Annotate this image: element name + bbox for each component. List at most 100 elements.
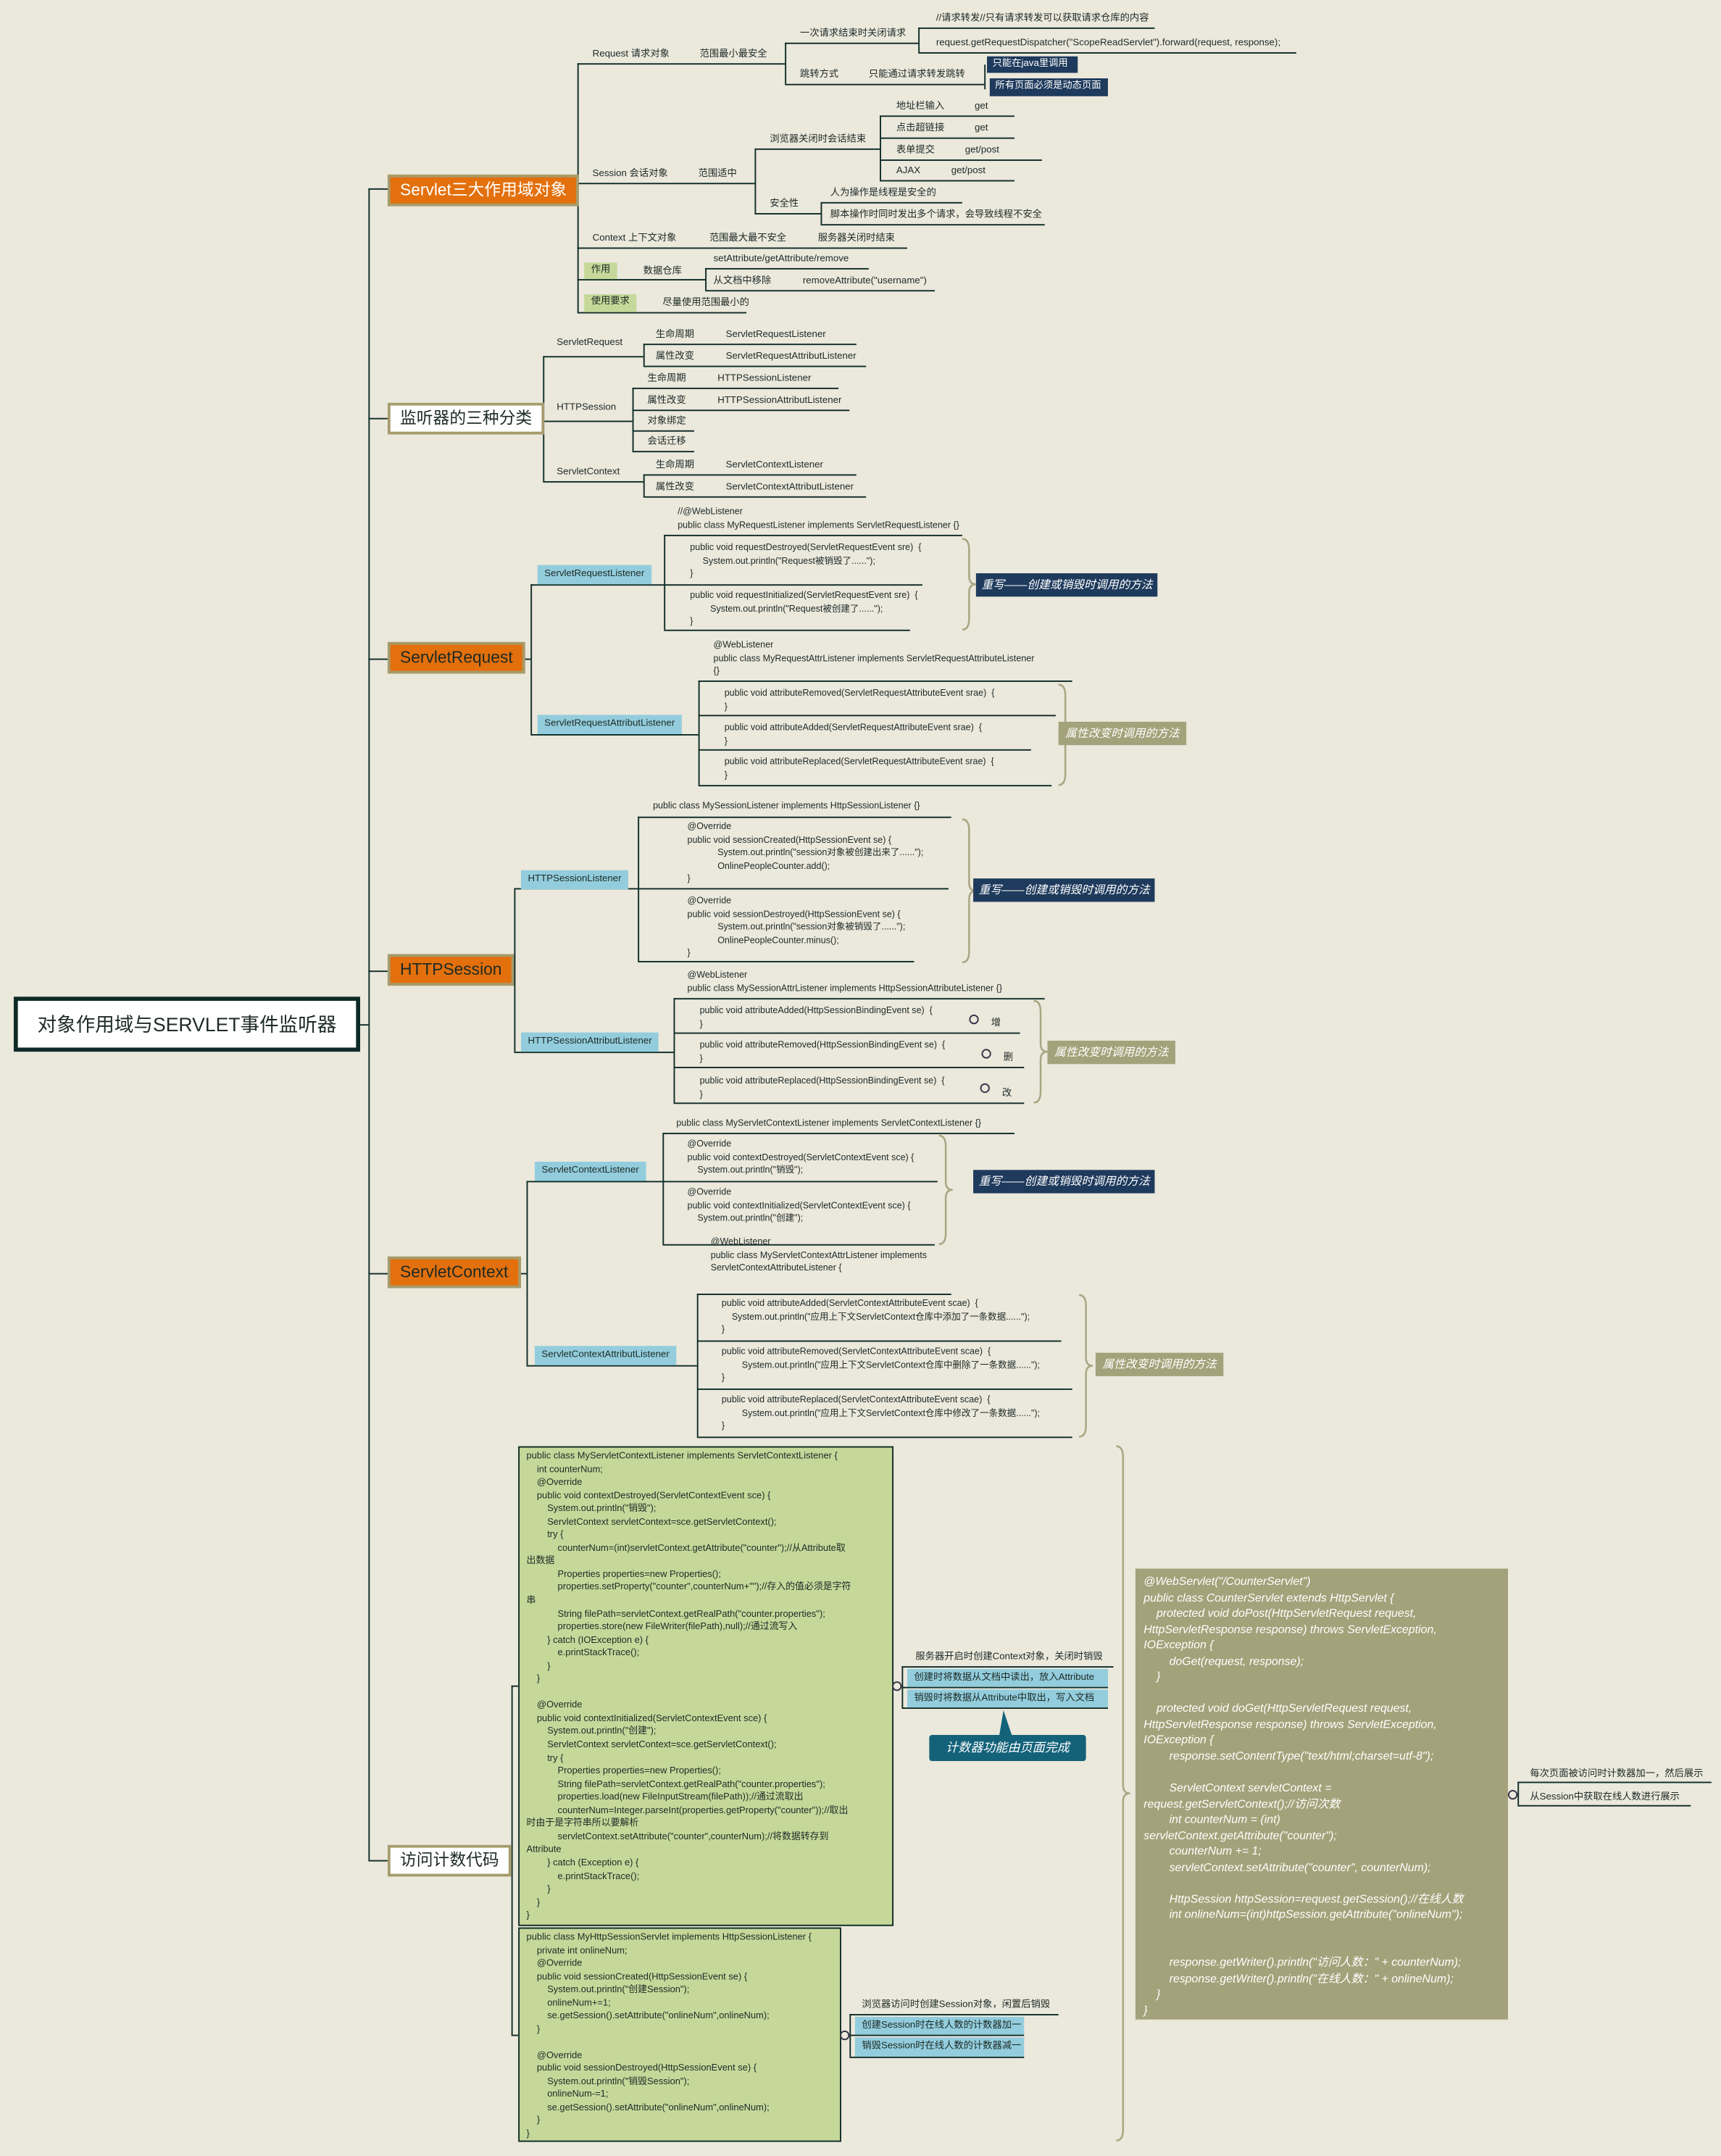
code-block[interactable]: @Override public void sessionCreated(Htt… [687,822,924,884]
counter-callout[interactable]: 计数器功能由页面完成 [929,1735,1086,1762]
session-note-item[interactable]: 销毁Session时在线人数的计数器减一 [854,2037,1025,2057]
note-attr-change[interactable]: 属性改变时调用的方法 [1047,1041,1175,1065]
node-method-name[interactable]: AJAX [896,166,921,176]
collapse-icon[interactable] [981,1049,991,1059]
note-attr-change[interactable]: 属性改变时调用的方法 [1058,721,1187,746]
note-override[interactable]: 重写——创建或销毁时调用的方法 [975,573,1159,597]
code-block[interactable]: @Override public void sessionDestroyed(H… [687,896,906,959]
node-method-name[interactable]: 地址栏输入 [896,101,945,112]
context-note-item[interactable]: 销毁时将数据从Attribute中取出，写入文档 [907,1689,1108,1708]
node-request-range[interactable]: 范围最小最安全 [699,49,767,59]
node-lifecycle[interactable]: 生命周期 [655,330,694,340]
code-block[interactable]: public void attributeReplaced(ServletReq… [724,757,994,781]
node-method-value[interactable]: get [974,101,988,112]
node-remove-code[interactable]: removeAttribute("username") [802,276,927,286]
code-block[interactable]: @Override public void contextInitialized… [687,1188,911,1224]
node-context-object[interactable]: Context 上下文对象 [592,233,677,244]
node-method-name[interactable]: 点击超链接 [896,123,945,134]
code-block[interactable]: @Override public void contextDestroyed(S… [687,1139,914,1175]
code-block[interactable]: public void requestDestroyed(ServletRequ… [690,543,922,579]
node-request-object[interactable]: Request 请求对象 [592,49,670,59]
collapse-icon[interactable] [840,2030,850,2041]
node-context-attr-listener[interactable]: ServletContextAttributListener [534,1346,677,1365]
note-override[interactable]: 重写——创建或销毁时调用的方法 [973,878,1156,902]
counter-servlet-code-box[interactable]: @WebServlet("/CounterServlet") public cl… [1135,1568,1509,2020]
node-session-object[interactable]: Session 会话对象 [592,169,668,179]
node-attr[interactable]: 属性改变 [655,482,694,493]
node-request-attr-listener[interactable]: ServletRequestAttributListener [537,715,682,734]
root-node[interactable]: 对象作用域与SERVLET事件监听器 [13,996,361,1052]
node-context-range[interactable]: 范围最大最不安全 [709,233,787,244]
note-override[interactable]: 重写——创建或销毁时调用的方法 [973,1170,1156,1194]
node-attr-value[interactable]: ServletContextAttributListener [725,482,854,493]
node-type-session[interactable]: HTTPSession [557,402,617,413]
node-method-name[interactable]: 表单提交 [896,146,935,156]
node-method-value[interactable]: get [974,123,988,134]
session-listener-code-box[interactable]: public class MyHttpSessionServlet implem… [518,1927,841,2142]
servlet-note[interactable]: 每次页面被访问时计数器加一，然后展示 [1530,1769,1704,1779]
code-block[interactable]: public void attributeAdded(ServletContex… [721,1299,1030,1335]
code-block[interactable]: public void attributeRemoved(ServletRequ… [724,688,995,712]
node-forward-note[interactable]: //请求转发//只有请求转发可以获取请求仓库的内容 [935,13,1149,24]
context-notes-title[interactable]: 服务器开启时创建Context对象，关闭时销毁 [915,1652,1103,1662]
node-attr-value[interactable]: ServletRequestAttributListener [725,351,857,362]
node-requirement[interactable]: 使用要求 [584,294,637,312]
code-block[interactable]: public void requestInitialized(ServletRe… [690,591,918,628]
node-safety-item[interactable]: 脚本操作时同时发出多个请求，会导致线程不安全 [830,210,1042,220]
topic-listener-types[interactable]: 监听器的三种分类 [387,402,545,435]
node-requirement-desc[interactable]: 尽量使用范围最小的 [662,298,749,308]
node-migration[interactable]: 会话迁移 [647,437,686,447]
collapse-icon[interactable] [969,1014,979,1025]
node-request-close[interactable]: 一次请求结束时关闭请求 [800,28,907,39]
node-lifecycle-value[interactable]: ServletContextListener [725,460,823,470]
node-safety[interactable]: 安全性 [770,199,799,209]
node-session-listener[interactable]: HTTPSessionListener [520,870,629,890]
node-method-value[interactable]: get/post [951,166,986,176]
collapse-icon[interactable] [980,1083,990,1094]
context-note-item[interactable]: 创建时将数据从文档中读出，放入Attribute [907,1668,1108,1687]
code-block[interactable]: public void attributeReplaced(ServletCon… [721,1395,1041,1431]
node-session-end[interactable]: 浏览器关闭时会话结束 [770,134,867,145]
node-lifecycle-value[interactable]: HTTPSessionListener [717,373,812,384]
node-usage-desc[interactable]: 数据仓库 [643,267,682,277]
node-lifecycle[interactable]: 生命周期 [647,373,686,384]
node-context-end[interactable]: 服务器关闭时结束 [817,233,895,244]
node-usage[interactable]: 作用 [584,262,617,280]
topic-http-session[interactable]: HTTPSession [387,954,514,986]
node-forward-code[interactable]: request.getRequestDispatcher("ScopeReadS… [935,38,1281,49]
code-block[interactable]: public void attributeAdded(HttpSessionBi… [699,1006,933,1029]
node-attr-value[interactable]: HTTPSessionAttributListener [717,396,842,406]
servlet-note[interactable]: 从Session中获取在线人数进行展示 [1530,1792,1680,1802]
node-lifecycle-value[interactable]: ServletRequestListener [725,330,826,340]
node-attr[interactable]: 属性改变 [647,396,686,406]
node-session-attr-listener[interactable]: HTTPSessionAttributListener [520,1032,659,1052]
code-block[interactable]: public void attributeReplaced(HttpSessio… [699,1076,945,1099]
node-remove-label[interactable]: 从文档中移除 [713,276,772,286]
note-java-only[interactable]: 只能在java里调用 [987,56,1078,73]
node-jump-label[interactable]: 跳转方式 [800,70,839,80]
node-session-range[interactable]: 范围适中 [698,169,737,179]
topic-counter-code[interactable]: 访问计数代码 [387,1844,512,1877]
collapse-icon[interactable] [1508,1789,1518,1800]
op-delete[interactable]: 删 [1003,1053,1014,1063]
node-usage-api[interactable]: setAttribute/getAttribute/remove [713,254,849,265]
code-block[interactable]: public void attributeRemoved(ServletCont… [721,1347,1041,1383]
node-request-listener[interactable]: ServletRequestListener [537,565,651,585]
op-add[interactable]: 增 [991,1018,1001,1028]
topic-servlet-scopes[interactable]: Servlet三大作用域对象 [387,174,580,207]
node-type-request[interactable]: ServletRequest [557,338,623,348]
note-dynamic-pages[interactable]: 所有页面必须是动态页面 [989,78,1108,96]
node-context-listener[interactable]: ServletContextListener [534,1161,646,1181]
context-listener-code-box[interactable]: public class MyServletContextListener im… [518,1446,894,1926]
code-block[interactable]: public void attributeAdded(ServletReques… [724,723,983,746]
node-type-context[interactable]: ServletContext [557,467,620,478]
node-safety-item[interactable]: 人为操作是线程是安全的 [830,188,936,199]
topic-servlet-context[interactable]: ServletContext [387,1256,521,1289]
topic-servlet-request[interactable]: ServletRequest [387,641,525,674]
note-attr-change[interactable]: 属性改变时调用的方法 [1095,1352,1224,1376]
op-modify[interactable]: 改 [1001,1089,1012,1099]
collapse-icon[interactable] [892,1681,902,1691]
node-attr[interactable]: 属性改变 [655,351,694,362]
node-lifecycle[interactable]: 生命周期 [655,460,694,470]
node-binding[interactable]: 对象绑定 [647,416,686,427]
